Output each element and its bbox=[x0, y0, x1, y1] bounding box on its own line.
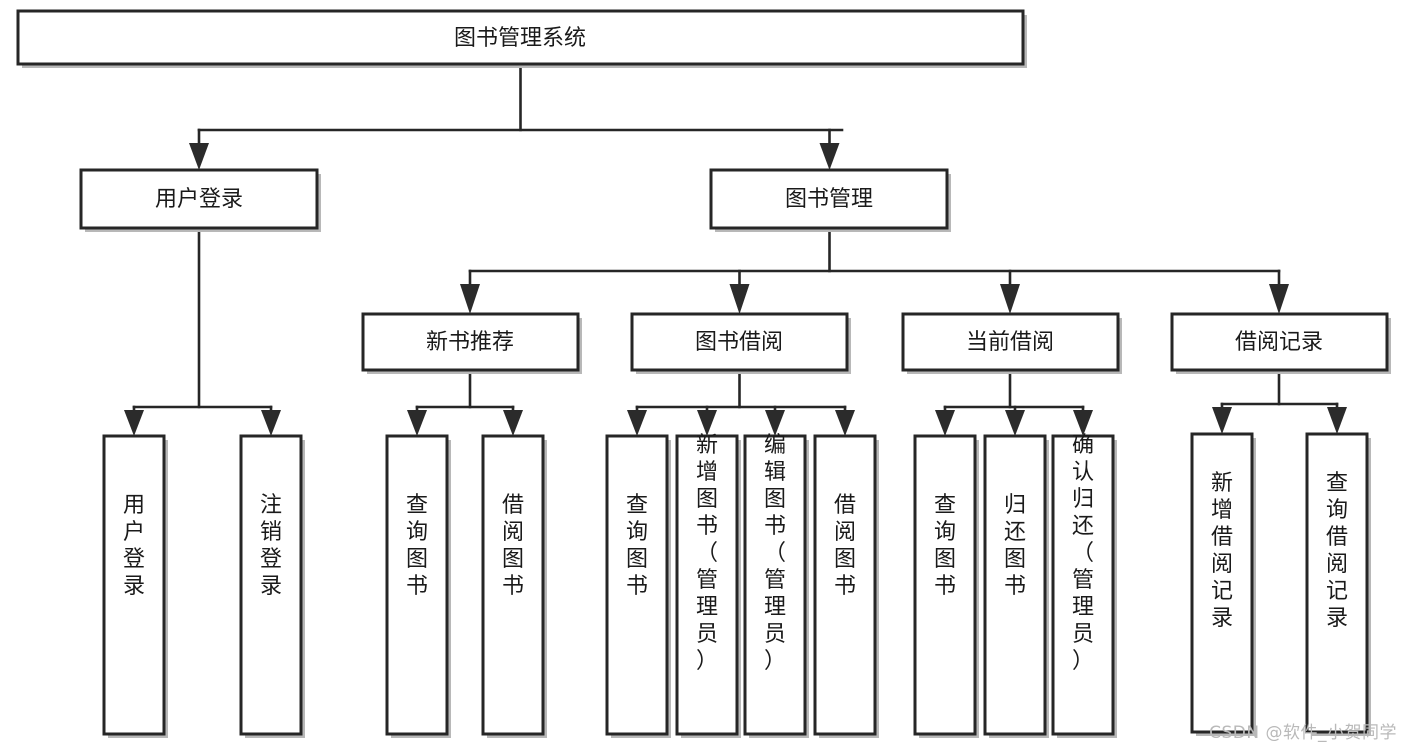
arrow-to-book-mgmt bbox=[819, 143, 840, 170]
leaf-add-book-admin[interactable]: 新增图书（管理员） bbox=[675, 433, 741, 738]
leaf-query-book-newbook[interactable]: 查询图书 bbox=[385, 434, 451, 738]
node-rect bbox=[1170, 312, 1389, 372]
node-rect bbox=[630, 312, 849, 372]
arrow-to-leaf-user-login bbox=[124, 410, 144, 436]
node-new-book-recommend[interactable]: 新书推荐 bbox=[361, 312, 582, 374]
node-rect bbox=[983, 434, 1047, 736]
node-label: 确认归还（管理员） bbox=[1072, 433, 1094, 674]
node-book-management[interactable]: 图书管理 bbox=[709, 168, 951, 232]
node-rect bbox=[743, 434, 807, 736]
arrow-to-bookborrow-leaf-2 bbox=[697, 410, 717, 436]
arrow-to-borrow-record bbox=[1269, 284, 1289, 314]
node-label: 新增图书（管理员） bbox=[696, 433, 718, 674]
arrow-to-newbook-leaf-2 bbox=[503, 410, 523, 436]
node-label: 注销登录 bbox=[260, 493, 282, 599]
node-label: 查询图书 bbox=[626, 493, 648, 599]
node-rect bbox=[1305, 432, 1369, 734]
arrow-to-currentborrow-leaf-1 bbox=[935, 410, 955, 436]
node-label: 图书管理系统 bbox=[454, 26, 586, 51]
node-label: 图书借阅 bbox=[695, 330, 783, 355]
node-rect bbox=[913, 434, 977, 736]
node-rect bbox=[481, 434, 545, 736]
arrow-to-book-borrow bbox=[729, 284, 750, 314]
node-rect bbox=[361, 312, 580, 372]
leaf-borrow-book-bookborrow[interactable]: 借阅图书 bbox=[813, 434, 879, 738]
arrow-to-user-login bbox=[189, 143, 209, 170]
node-label: 用户登录 bbox=[123, 493, 145, 599]
arrow-to-bookborrow-leaf-3 bbox=[765, 410, 785, 436]
node-rect bbox=[901, 312, 1120, 372]
node-rect bbox=[675, 434, 739, 736]
node-rect bbox=[605, 434, 669, 736]
arrow-to-borrowrecord-leaf-1 bbox=[1212, 407, 1232, 434]
arrow-to-leaf-logout bbox=[261, 410, 281, 436]
node-label: 归还图书 bbox=[1004, 493, 1026, 599]
node-label: 新增借阅记录 bbox=[1211, 471, 1233, 631]
arrow-to-currentborrow-leaf-3 bbox=[1073, 410, 1093, 436]
node-rect bbox=[1190, 432, 1254, 734]
node-rect bbox=[102, 434, 166, 736]
node-rect bbox=[813, 434, 877, 736]
node-label: 借阅图书 bbox=[834, 493, 856, 599]
leaf-add-borrow-record[interactable]: 新增借阅记录 bbox=[1190, 432, 1256, 736]
leaf-borrow-book-newbook[interactable]: 借阅图书 bbox=[481, 434, 547, 738]
node-label: 借阅图书 bbox=[502, 493, 524, 599]
node-label: 查询借阅记录 bbox=[1326, 471, 1348, 631]
node-rect bbox=[1051, 434, 1115, 736]
node-borrow-record[interactable]: 借阅记录 bbox=[1170, 312, 1391, 374]
arrow-to-bookborrow-leaf-4 bbox=[835, 410, 855, 436]
arrow-to-currentborrow-leaf-2 bbox=[1005, 410, 1025, 436]
arrow-to-borrowrecord-leaf-2 bbox=[1327, 407, 1347, 434]
leaf-query-book-borrow[interactable]: 查询图书 bbox=[605, 434, 671, 738]
leaf-return-book[interactable]: 归还图书 bbox=[983, 434, 1049, 738]
node-label: 图书管理 bbox=[785, 187, 873, 212]
arrow-to-new-book bbox=[460, 284, 480, 314]
arrow-to-newbook-leaf-1 bbox=[407, 410, 427, 436]
node-label: 查询图书 bbox=[934, 493, 956, 599]
leaf-user-login[interactable]: 用户登录 bbox=[102, 434, 168, 738]
leaf-edit-book-admin[interactable]: 编辑图书（管理员） bbox=[743, 433, 809, 738]
node-rect bbox=[709, 168, 949, 230]
leaf-confirm-return-admin[interactable]: 确认归还（管理员） bbox=[1051, 433, 1117, 738]
node-label: 当前借阅 bbox=[966, 330, 1054, 355]
node-label: 用户登录 bbox=[155, 187, 243, 212]
node-rect bbox=[239, 434, 303, 736]
node-label: 查询图书 bbox=[406, 493, 428, 599]
node-label: 借阅记录 bbox=[1235, 330, 1323, 355]
arrow-to-bookborrow-leaf-1 bbox=[627, 410, 647, 436]
node-label: 新书推荐 bbox=[426, 330, 514, 355]
node-label: 编辑图书（管理员） bbox=[764, 433, 786, 674]
leaf-query-borrow-record[interactable]: 查询借阅记录 bbox=[1305, 432, 1371, 736]
leaf-query-book-current[interactable]: 查询图书 bbox=[913, 434, 979, 738]
node-book-borrow[interactable]: 图书借阅 bbox=[630, 312, 851, 374]
node-rect bbox=[16, 9, 1025, 66]
node-user-login[interactable]: 用户登录 bbox=[79, 168, 321, 232]
arrowhead-layer bbox=[124, 143, 1347, 436]
node-root[interactable]: 图书管理系统 bbox=[16, 9, 1027, 68]
node-rect bbox=[79, 168, 319, 230]
node-rect bbox=[385, 434, 449, 736]
leaf-logout[interactable]: 注销登录 bbox=[239, 434, 305, 738]
arrow-to-current-borrow bbox=[1000, 284, 1020, 314]
node-current-borrow[interactable]: 当前借阅 bbox=[901, 312, 1122, 374]
